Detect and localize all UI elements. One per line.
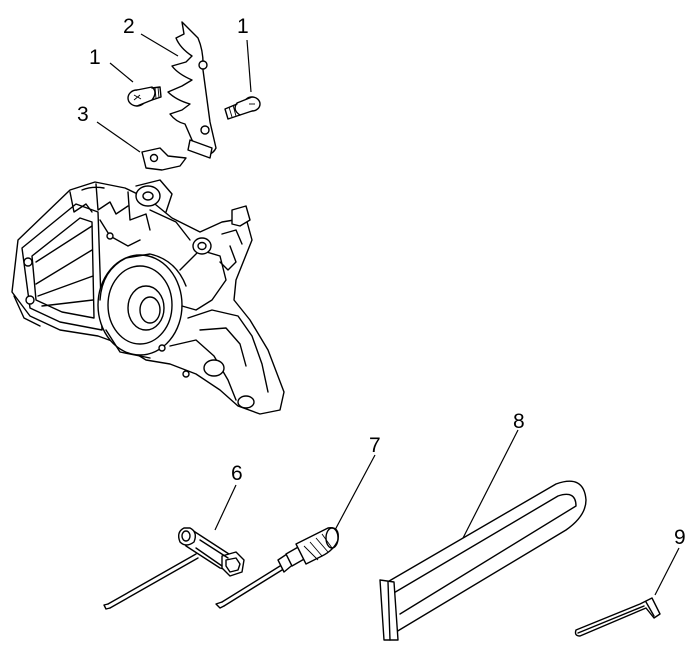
leader-6	[214, 484, 237, 531]
leader-2	[140, 33, 179, 57]
callout-8: 8	[513, 410, 525, 433]
leader-8	[461, 429, 519, 541]
bracket-part-3	[141, 147, 187, 171]
screw-part-1a	[127, 86, 162, 107]
screwdriver-part-7	[215, 527, 339, 609]
callout-labels: 1 2 1 3 6 7 8 9	[77, 15, 686, 549]
leader-3	[96, 121, 141, 153]
bar-scabbard-part-8	[379, 480, 587, 641]
leader-1a	[109, 62, 134, 83]
callout-9: 9	[674, 526, 686, 549]
callout-1b: 1	[237, 15, 249, 38]
chain-catcher-plate-part-2	[167, 21, 217, 159]
leader-9	[654, 547, 680, 596]
callout-1a: 1	[89, 46, 101, 69]
callout-6: 6	[231, 462, 243, 485]
leader-1b	[246, 39, 252, 93]
callout-7: 7	[369, 434, 381, 457]
leader-7	[334, 454, 376, 531]
screw-part-1b	[224, 96, 261, 120]
combination-wrench-part-6	[103, 527, 245, 610]
callout-3: 3	[77, 103, 89, 126]
crankcase-housing	[11, 179, 285, 415]
leader-lines	[96, 33, 680, 596]
hex-key-part-9	[574, 597, 661, 637]
callout-2: 2	[123, 15, 135, 38]
